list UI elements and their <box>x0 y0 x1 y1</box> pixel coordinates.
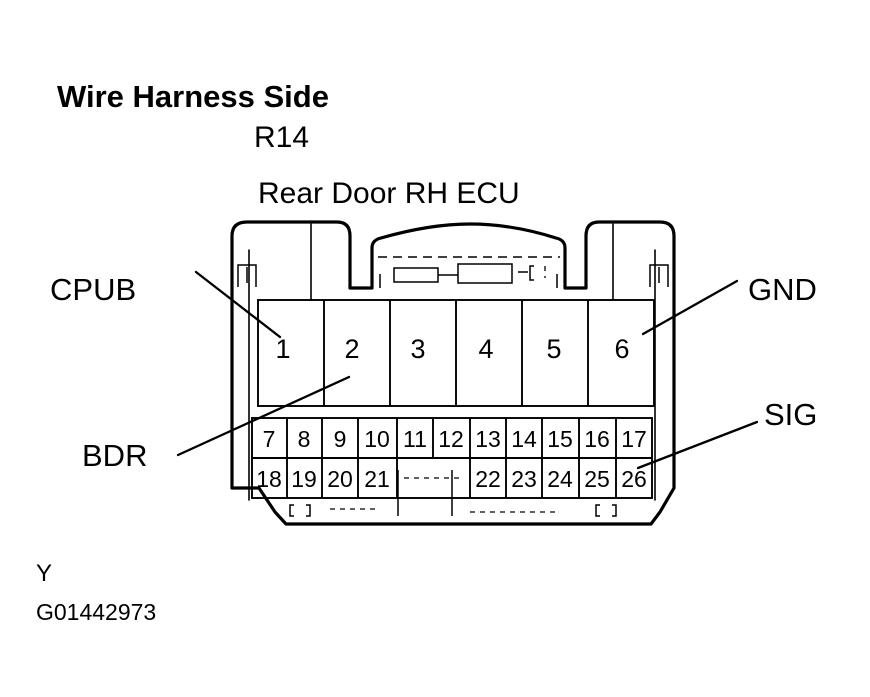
pin-cell-19: 19 <box>291 466 317 492</box>
pin-cell-20: 20 <box>327 466 353 492</box>
pin-cell-17: 17 <box>621 426 647 452</box>
callout-sig-label: SIG <box>764 397 817 432</box>
pin-cell-9: 9 <box>334 426 347 452</box>
pin-cell-24: 24 <box>547 466 573 492</box>
callout-cpub-leader <box>194 270 282 339</box>
bottom-bracket-right-b <box>612 504 617 517</box>
pin-cell-26: 26 <box>621 466 647 492</box>
callout-sig-leader <box>636 420 759 470</box>
callout-bdr-label: BDR <box>82 438 147 473</box>
center-tab-rect-large <box>457 263 513 284</box>
callout-gnd-label: GND <box>748 272 817 307</box>
bottom-bracket-left-a <box>289 504 294 517</box>
connector-code-label: R14 <box>254 121 309 154</box>
center-tab-rect-small <box>393 267 439 283</box>
callout-cpub: CPUB <box>50 270 282 339</box>
pin-cell-23: 23 <box>511 466 537 492</box>
pin-cell-15: 15 <box>547 426 573 452</box>
callout-sig: SIG <box>636 397 817 470</box>
pin-row-top: 1 2 3 4 5 6 <box>257 299 655 407</box>
pin-cell-11: 11 <box>403 426 427 452</box>
bottom-bracket-left-b <box>306 504 311 517</box>
callout-cpub-label: CPUB <box>50 272 136 307</box>
pin-cell-6: 6 <box>614 334 629 364</box>
pin-cell-1: 1 <box>275 334 290 364</box>
pin-cell-25: 25 <box>584 466 610 492</box>
pin-cell-14: 14 <box>511 426 537 452</box>
pin-cell-10: 10 <box>364 426 390 452</box>
pin-cell-13: 13 <box>475 426 501 452</box>
latch-notch-left <box>237 264 257 287</box>
pin-cell-12: 12 <box>438 426 464 452</box>
connector-name-label: Rear Door RH ECU <box>258 177 520 210</box>
pin-row-bottom: 18 19 20 21 22 23 24 25 26 <box>251 457 653 499</box>
callout-bdr: BDR <box>82 375 351 473</box>
pin-cell-4: 4 <box>478 334 493 364</box>
callout-gnd-leader <box>641 279 739 336</box>
pin-cell-16: 16 <box>584 426 610 452</box>
pin-cell-21: 21 <box>364 466 390 492</box>
pin-cell-18: 18 <box>256 466 282 492</box>
pin-cell-7: 7 <box>263 426 276 452</box>
pin-cell-8: 8 <box>298 426 311 452</box>
pin-cell-22: 22 <box>475 466 501 492</box>
pin-cell-5: 5 <box>546 334 561 364</box>
callout-bdr-leader <box>176 375 351 457</box>
bottom-bracket-right-a <box>595 504 600 517</box>
callout-gnd: GND <box>641 272 817 336</box>
latch-notch-right <box>649 264 669 287</box>
wire-color-code-label: Y <box>36 560 52 587</box>
pin-row-middle: 7 8 9 10 11 12 13 14 15 16 17 <box>251 417 653 459</box>
figure-id-label: G01442973 <box>36 599 156 625</box>
page-title: Wire Harness Side <box>57 79 329 114</box>
center-tab-bracket <box>529 265 534 281</box>
pin-cell-3: 3 <box>410 334 425 364</box>
pin-row-bottom-frame <box>251 457 653 499</box>
pin-cell-2: 2 <box>344 334 359 364</box>
